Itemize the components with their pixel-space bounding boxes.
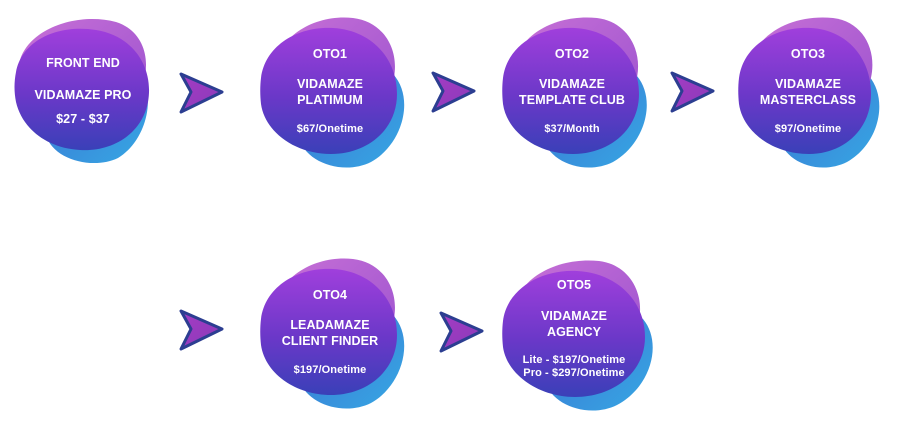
- step-price: $27 - $37: [56, 112, 110, 126]
- step-price: Lite - $197/Onetime: [522, 354, 626, 366]
- step-text: OTO4 LEADAMAZE CLIENT FINDER $197/Onetim…: [269, 253, 391, 403]
- blob-shape: [738, 17, 880, 168]
- step-title: OTO5: [556, 278, 592, 292]
- chevron-right-icon: [670, 71, 715, 113]
- step-product-name: VIDAMAZE: [538, 77, 606, 91]
- chevron-right-icon: [431, 71, 476, 113]
- step-product-name-line2: AGENCY: [546, 325, 602, 339]
- funnel-step-oto5: OTO5 VIDAMAZE AGENCY Lite - $197/Onetime…: [499, 255, 653, 411]
- step-title: OTO1: [312, 47, 348, 61]
- step-product-name-line2: MASTERCLASS: [759, 93, 857, 107]
- step-product-name: VIDAMAZE: [774, 77, 842, 91]
- step-price: $97/Onetime: [774, 123, 842, 135]
- funnel-step-oto1: OTO1 VIDAMAZE PLATIMUM $67/Onetime: [255, 12, 405, 168]
- step-title: FRONT END: [46, 56, 120, 70]
- step-product-name-line2: TEMPLATE CLUB: [519, 93, 625, 107]
- blob-shape: [502, 260, 653, 411]
- chevron-right-icon: [179, 309, 224, 351]
- funnel-step-oto3: OTO3 VIDAMAZE MASTERCLASS $97/Onetime: [733, 12, 883, 168]
- step-product-name: VIDAMAZE PRO: [34, 88, 132, 102]
- blob-shape: [260, 258, 405, 409]
- step-product-name: VIDAMAZE: [296, 77, 364, 91]
- blob-shape: [14, 19, 150, 164]
- step-price-line2: Pro - $297/Onetime: [523, 367, 625, 379]
- step-title: OTO4: [312, 288, 348, 302]
- step-title: OTO3: [790, 47, 826, 61]
- blob-shape: [502, 17, 647, 168]
- step-text: OTO3 VIDAMAZE MASTERCLASS $97/Onetime: [747, 12, 869, 162]
- chevron-right-icon: [439, 311, 484, 353]
- step-title: OTO2: [554, 47, 590, 61]
- step-product-name-line2: CLIENT FINDER: [281, 334, 379, 348]
- step-product-name-line2: PLATIMUM: [297, 93, 363, 107]
- step-price: $197/Onetime: [293, 364, 367, 376]
- funnel-step-oto4: OTO4 LEADAMAZE CLIENT FINDER $197/Onetim…: [255, 253, 405, 409]
- step-price: $67/Onetime: [296, 123, 364, 135]
- step-product-name: LEADAMAZE: [290, 318, 370, 332]
- blob-shape: [260, 17, 405, 168]
- step-text: OTO1 VIDAMAZE PLATIMUM $67/Onetime: [269, 12, 391, 162]
- step-price: $37/Month: [544, 123, 600, 135]
- step-text: OTO5 VIDAMAZE AGENCY Lite - $197/Onetime…: [505, 255, 643, 405]
- funnel-step-front-end: FRONT END VIDAMAZE PRO $27 - $37: [8, 10, 158, 164]
- funnel-step-oto2: OTO2 VIDAMAZE TEMPLATE CLUB $37/Month: [497, 12, 647, 168]
- step-text: FRONT END VIDAMAZE PRO $27 - $37: [22, 10, 144, 160]
- chevron-right-icon: [179, 72, 224, 114]
- step-text: OTO2 VIDAMAZE TEMPLATE CLUB $37/Month: [511, 12, 633, 162]
- step-product-name: VIDAMAZE: [540, 309, 608, 323]
